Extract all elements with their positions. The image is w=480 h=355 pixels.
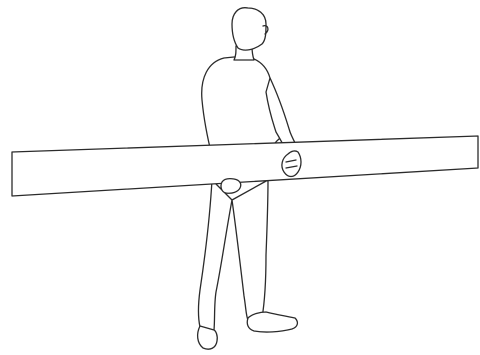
left-leg (199, 180, 233, 333)
plank (12, 136, 478, 196)
left-shoe (198, 326, 218, 349)
head (232, 8, 266, 50)
right-leg (232, 180, 268, 321)
right-shoe (247, 312, 297, 332)
left-hand (221, 179, 241, 194)
